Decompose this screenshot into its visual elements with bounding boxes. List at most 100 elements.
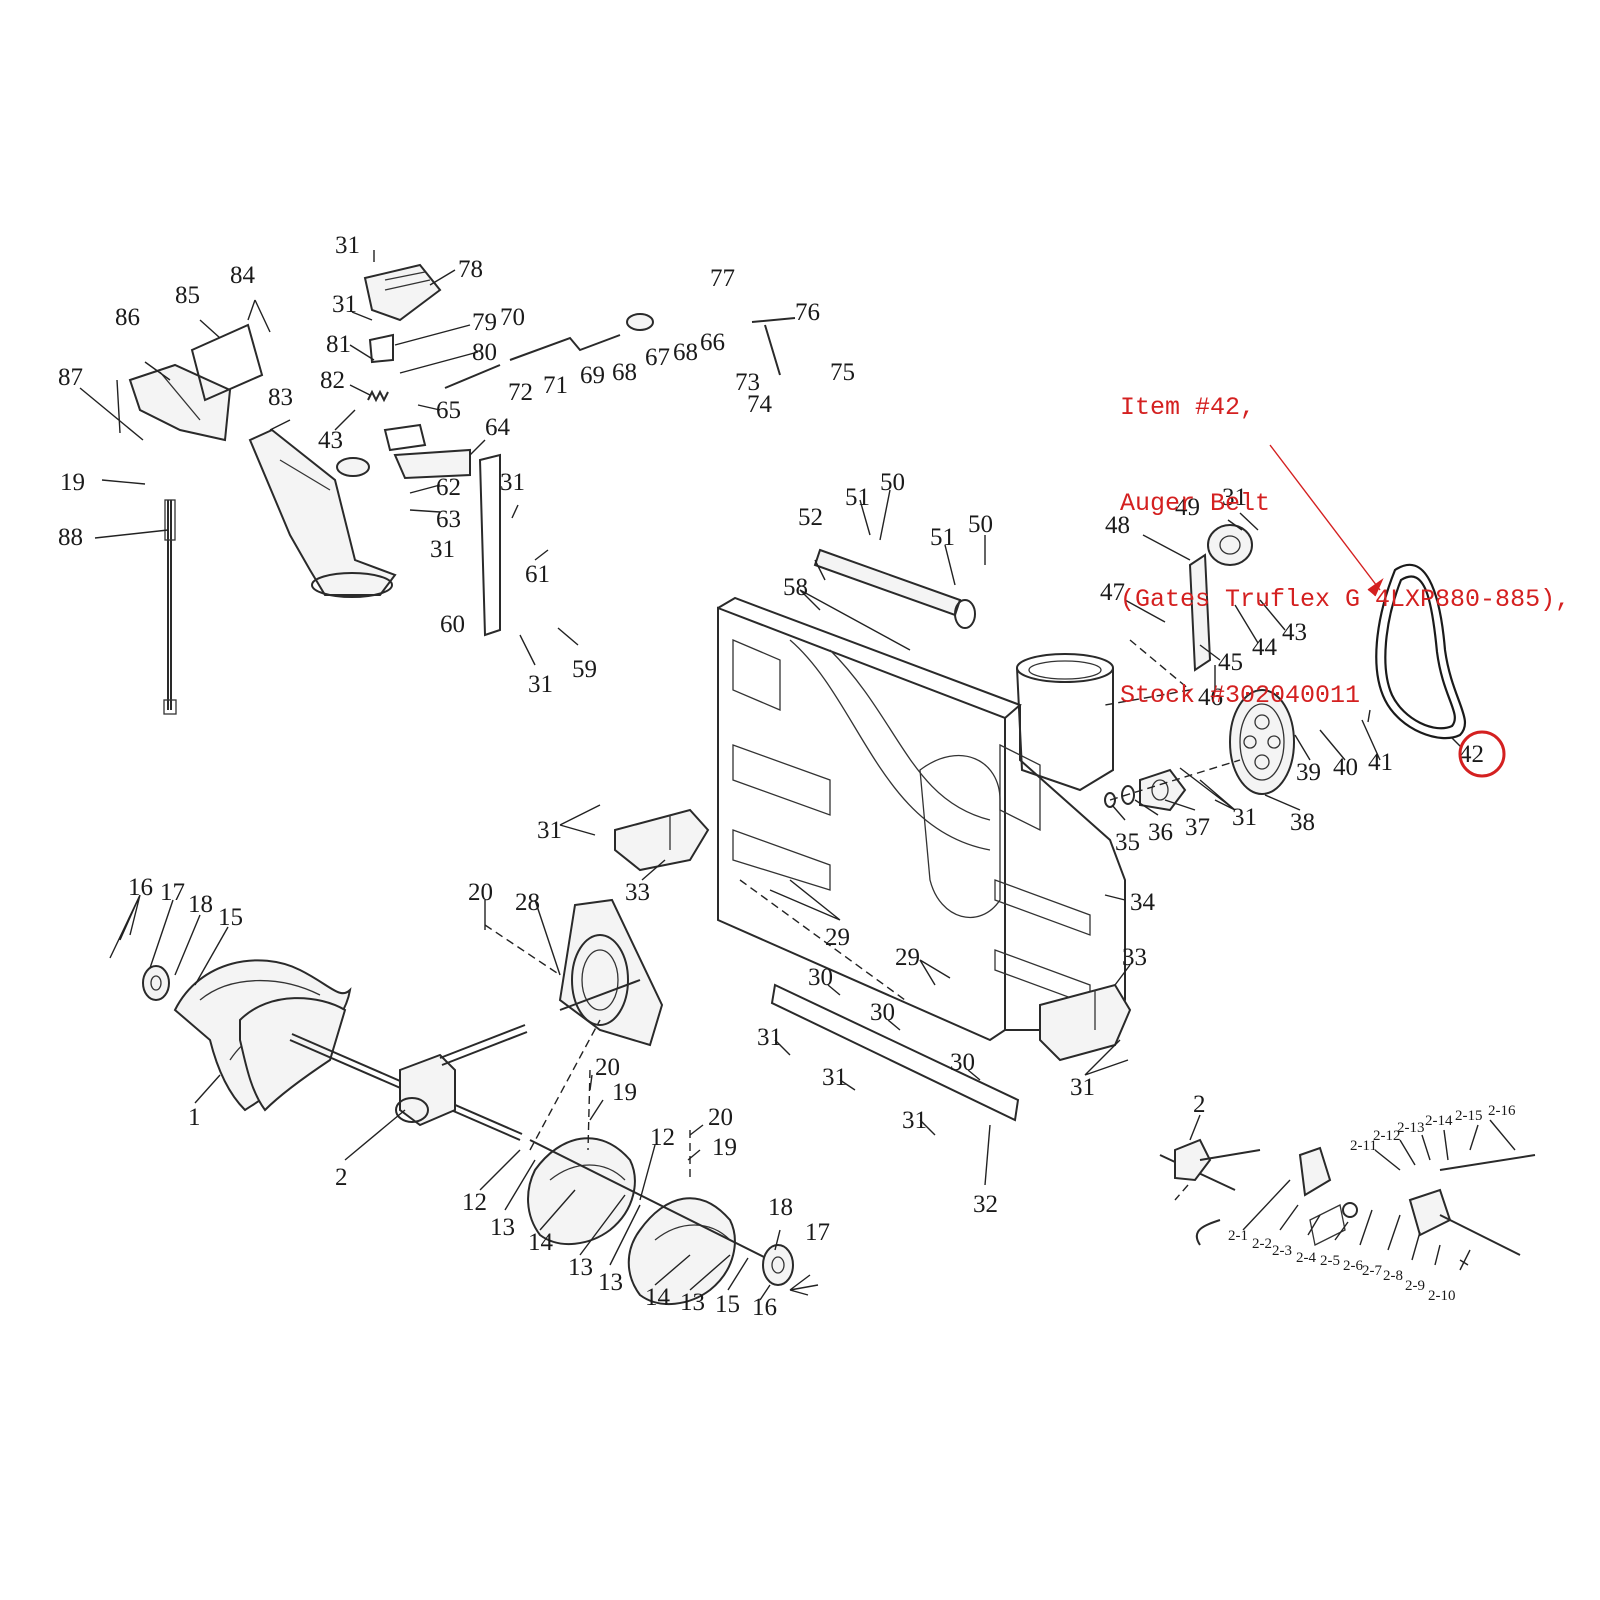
label-43: 43 [1282,619,1307,646]
label-73: 73 [735,369,760,396]
washer-35 [1104,792,1116,808]
gear-disk [336,457,370,477]
label-2-3: 2-3 [1272,1243,1292,1259]
label-76: 76 [795,299,820,326]
label-52: 52 [798,504,823,531]
label-19: 19 [612,1079,637,1106]
label-69: 69 [580,362,605,389]
leader-lines [79,250,1516,1301]
label-2-2: 2-2 [1252,1236,1272,1252]
label-84: 84 [230,262,256,289]
label-72: 72 [508,379,533,406]
label-38: 38 [1290,809,1315,836]
label-13: 13 [598,1269,623,1296]
label-15: 15 [218,904,243,931]
washer-36 [1121,785,1135,805]
label-2-1: 2-1 [1228,1228,1248,1244]
scraper-bar [770,983,1020,1122]
label-2-15: 2-15 [1455,1108,1483,1124]
tube-67 [626,313,654,331]
label-29: 29 [895,944,920,971]
label-16: 16 [128,874,153,901]
label-30: 30 [870,999,895,1026]
label-20: 20 [595,1054,620,1081]
label-78: 78 [458,256,483,283]
label-2-14: 2-14 [1425,1113,1453,1129]
label-59: 59 [572,656,597,683]
label-51: 51 [845,484,870,511]
label-33: 33 [1122,944,1147,971]
label-32: 32 [973,1191,998,1218]
auger-housing [717,596,1126,1042]
right-shaft [529,1139,781,1266]
auger-pulley [1229,689,1295,795]
label-13: 13 [568,1254,593,1281]
bearing-left [142,965,170,1001]
discharge-chute [248,428,397,598]
impeller [558,898,664,1047]
label-19: 19 [60,469,85,496]
callout-line-3: (Gates Truflex G 4LXP880-885), [1120,585,1571,614]
label-14: 14 [645,1284,671,1311]
label-31: 31 [528,671,553,698]
label-51: 51 [930,524,955,551]
label-61: 61 [525,561,550,588]
highlight-circle [1458,730,1506,778]
label-17: 17 [160,879,185,906]
idler-pulley [1207,524,1253,566]
label-2-7: 2-7 [1362,1263,1382,1279]
label-2: 2 [335,1164,348,1191]
label-31: 31 [1070,1074,1095,1101]
chute-rod [478,453,501,637]
callout-line-2: Auger Belt [1120,489,1271,518]
label-88: 88 [58,524,83,551]
label-34: 34 [1130,889,1156,916]
crank-cover [363,263,442,322]
label-50: 50 [880,469,905,496]
label-31: 31 [822,1064,847,1091]
label-86: 86 [115,304,140,331]
label-28: 28 [515,889,540,916]
idler-bracket [1188,553,1212,672]
skid-shoe-right [1039,983,1132,1062]
label-2-13: 2-13 [1397,1120,1425,1136]
label-44: 44 [1252,634,1278,661]
label-64: 64 [485,414,511,441]
label-2-12: 2-12 [1373,1128,1401,1144]
label-43: 43 [318,427,343,454]
label-2-5: 2-5 [1320,1253,1340,1269]
label-49: 49 [1175,494,1200,521]
label-18: 18 [768,1194,793,1221]
label-85: 85 [175,282,200,309]
label-14: 14 [528,1229,554,1256]
label-31: 31 [1222,484,1247,511]
label-13: 13 [490,1214,515,1241]
left-auger [173,959,352,1112]
skid-shoe-left [614,808,710,872]
label-79: 79 [472,309,497,336]
label-63: 63 [436,506,461,533]
label-20: 20 [468,879,493,906]
bracket-62 [383,423,427,452]
label-80: 80 [472,339,497,366]
label-31: 31 [537,817,562,844]
label-15: 15 [715,1291,740,1318]
label-68: 68 [612,359,637,386]
right-auger-2 [627,1197,736,1306]
label-31: 31 [430,536,455,563]
label-50: 50 [968,511,993,538]
label-77: 77 [710,265,735,292]
label-66: 66 [700,329,725,356]
label-31: 31 [500,469,525,496]
label-20: 20 [708,1104,733,1131]
label-2-8: 2-8 [1383,1268,1403,1284]
label-17: 17 [805,1219,830,1246]
label-2-11: 2-11 [1350,1138,1377,1154]
label-62: 62 [436,474,461,501]
label-87: 87 [58,364,83,391]
label-81: 81 [326,331,351,358]
auger-drive-shaft [813,548,976,629]
label-2-4: 2-4 [1296,1250,1316,1266]
label-2: 2 [1193,1091,1206,1118]
auger-belt [1375,563,1466,740]
